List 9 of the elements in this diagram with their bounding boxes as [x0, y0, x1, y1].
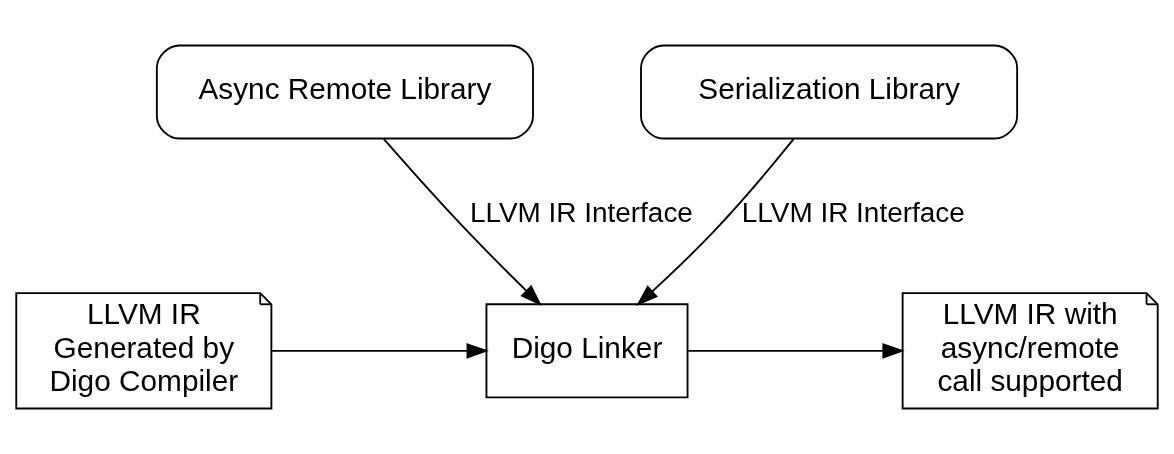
node-box: Serialization Library: [640, 44, 1019, 140]
arrow: [271, 343, 489, 359]
arrow: [636, 138, 795, 307]
arrow: [687, 343, 905, 359]
node-box: Digo Linker: [485, 303, 689, 399]
edge-label: LLVM IR Interface: [469, 197, 693, 229]
node-box: Async Remote Library: [155, 44, 534, 140]
edge-label: LLVM IR Interface: [741, 197, 965, 229]
arrow: [382, 137, 542, 306]
